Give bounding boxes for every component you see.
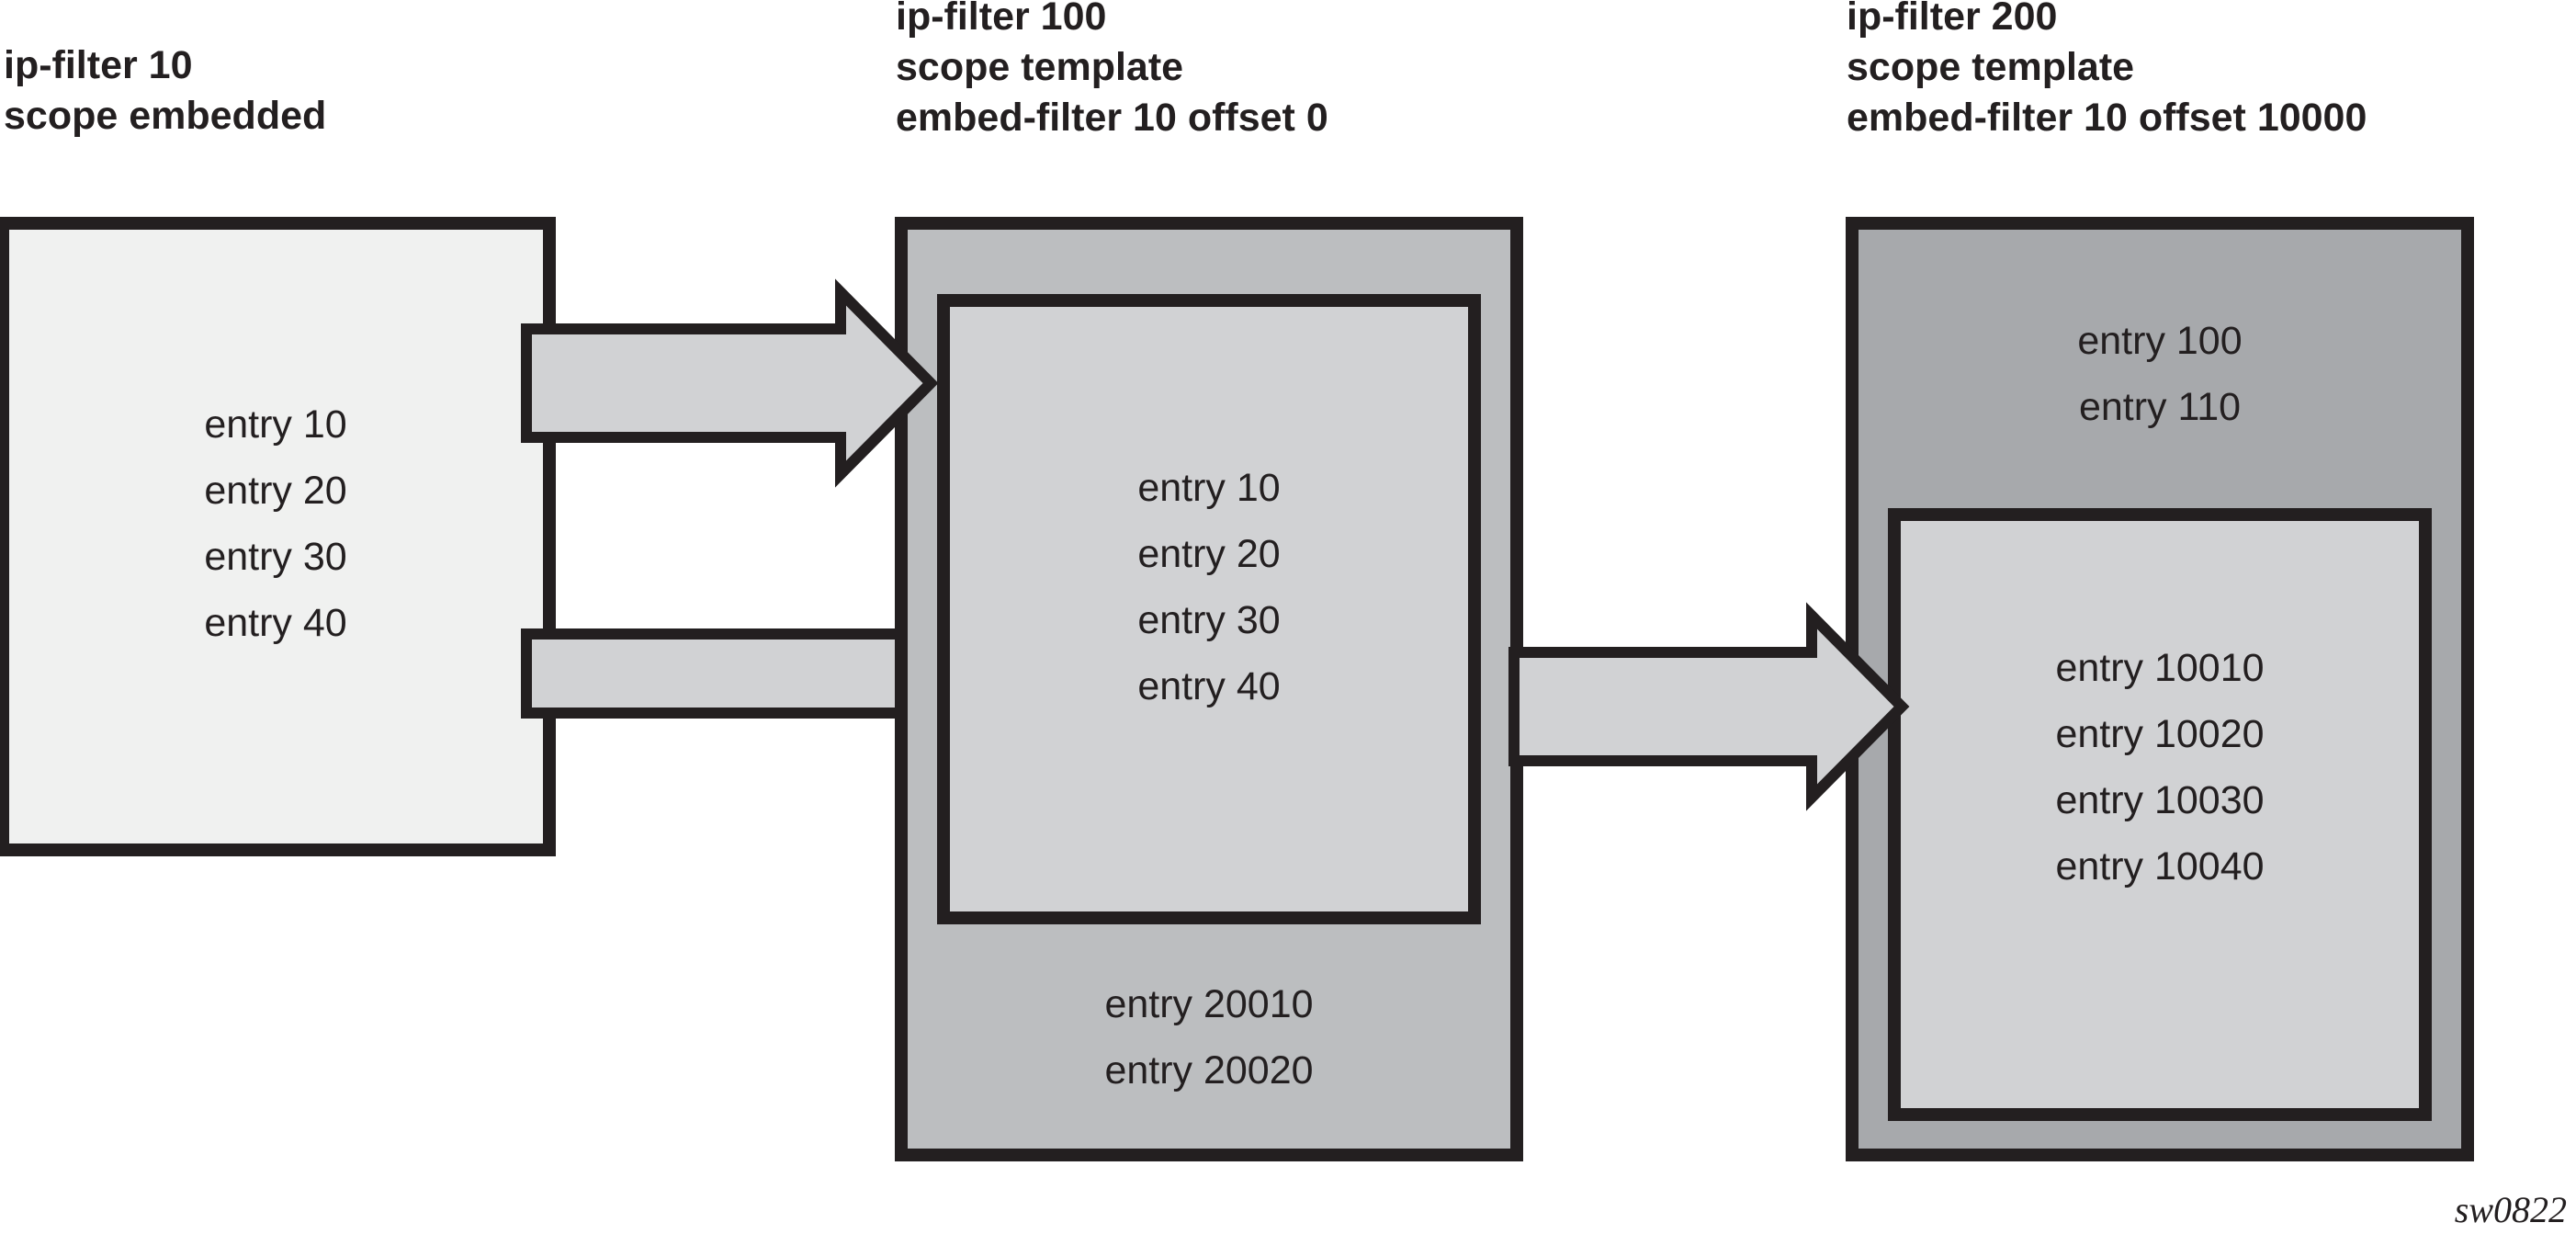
middle-title-line-2: scope template: [896, 45, 1183, 89]
middle-inner-entry-3: entry 30: [1137, 598, 1280, 642]
left-entry-1: entry 10: [204, 402, 346, 447]
middle-to-right-connector[interactable]: [1508, 602, 1910, 811]
left-to-middle-bottom-connector[interactable]: [521, 628, 909, 719]
right-outer-entry-2: entry 110: [2079, 385, 2241, 429]
figure-caption: sw0822: [2455, 1189, 2567, 1230]
block-arrow-right-icon: [1508, 602, 1910, 811]
middle-embedded-box[interactable]: [937, 294, 1481, 924]
right-inner-entry-3: entry 10030: [2055, 778, 2264, 822]
middle-title-line-3: embed-filter 10 offset 0: [896, 96, 1328, 140]
right-outer-entry-1: entry 100: [2077, 319, 2242, 363]
middle-outer-entry-1: entry 20010: [1104, 982, 1313, 1026]
middle-inner-entry-4: entry 40: [1137, 664, 1280, 708]
left-entry-2: entry 20: [204, 469, 346, 513]
left-title-line-2: scope embedded: [4, 94, 326, 138]
right-filter-group: ip-filter 200 scope template embed-filte…: [1846, 0, 2474, 1161]
left-entry-4: entry 40: [204, 601, 346, 645]
bar-right-icon: [521, 628, 909, 719]
middle-inner-entry-2: entry 20: [1137, 532, 1280, 576]
right-inner-entry-1: entry 10010: [2055, 646, 2264, 690]
right-inner-entry-4: entry 10040: [2055, 844, 2264, 889]
left-entry-3: entry 30: [204, 535, 346, 579]
right-embedded-box[interactable]: [1888, 508, 2432, 1121]
block-arrow-right-icon: [521, 278, 939, 488]
left-filter-box[interactable]: [0, 217, 556, 856]
middle-title-line-1: ip-filter 100: [896, 0, 1106, 39]
left-filter-group: ip-filter 10 scope embedded entry 10 ent…: [0, 43, 556, 856]
right-title-line-2: scope template: [1847, 45, 2134, 89]
right-title-line-3: embed-filter 10 offset 10000: [1847, 96, 2367, 140]
middle-outer-entry-2: entry 20020: [1104, 1048, 1313, 1092]
right-inner-entry-2: entry 10020: [2055, 712, 2264, 756]
left-title-line-1: ip-filter 10: [4, 43, 193, 87]
left-to-middle-top-connector[interactable]: [521, 278, 939, 488]
middle-filter-group: ip-filter 100 scope template embed-filte…: [895, 0, 1523, 1161]
middle-inner-entry-1: entry 10: [1137, 466, 1280, 510]
right-title-line-1: ip-filter 200: [1847, 0, 2057, 39]
